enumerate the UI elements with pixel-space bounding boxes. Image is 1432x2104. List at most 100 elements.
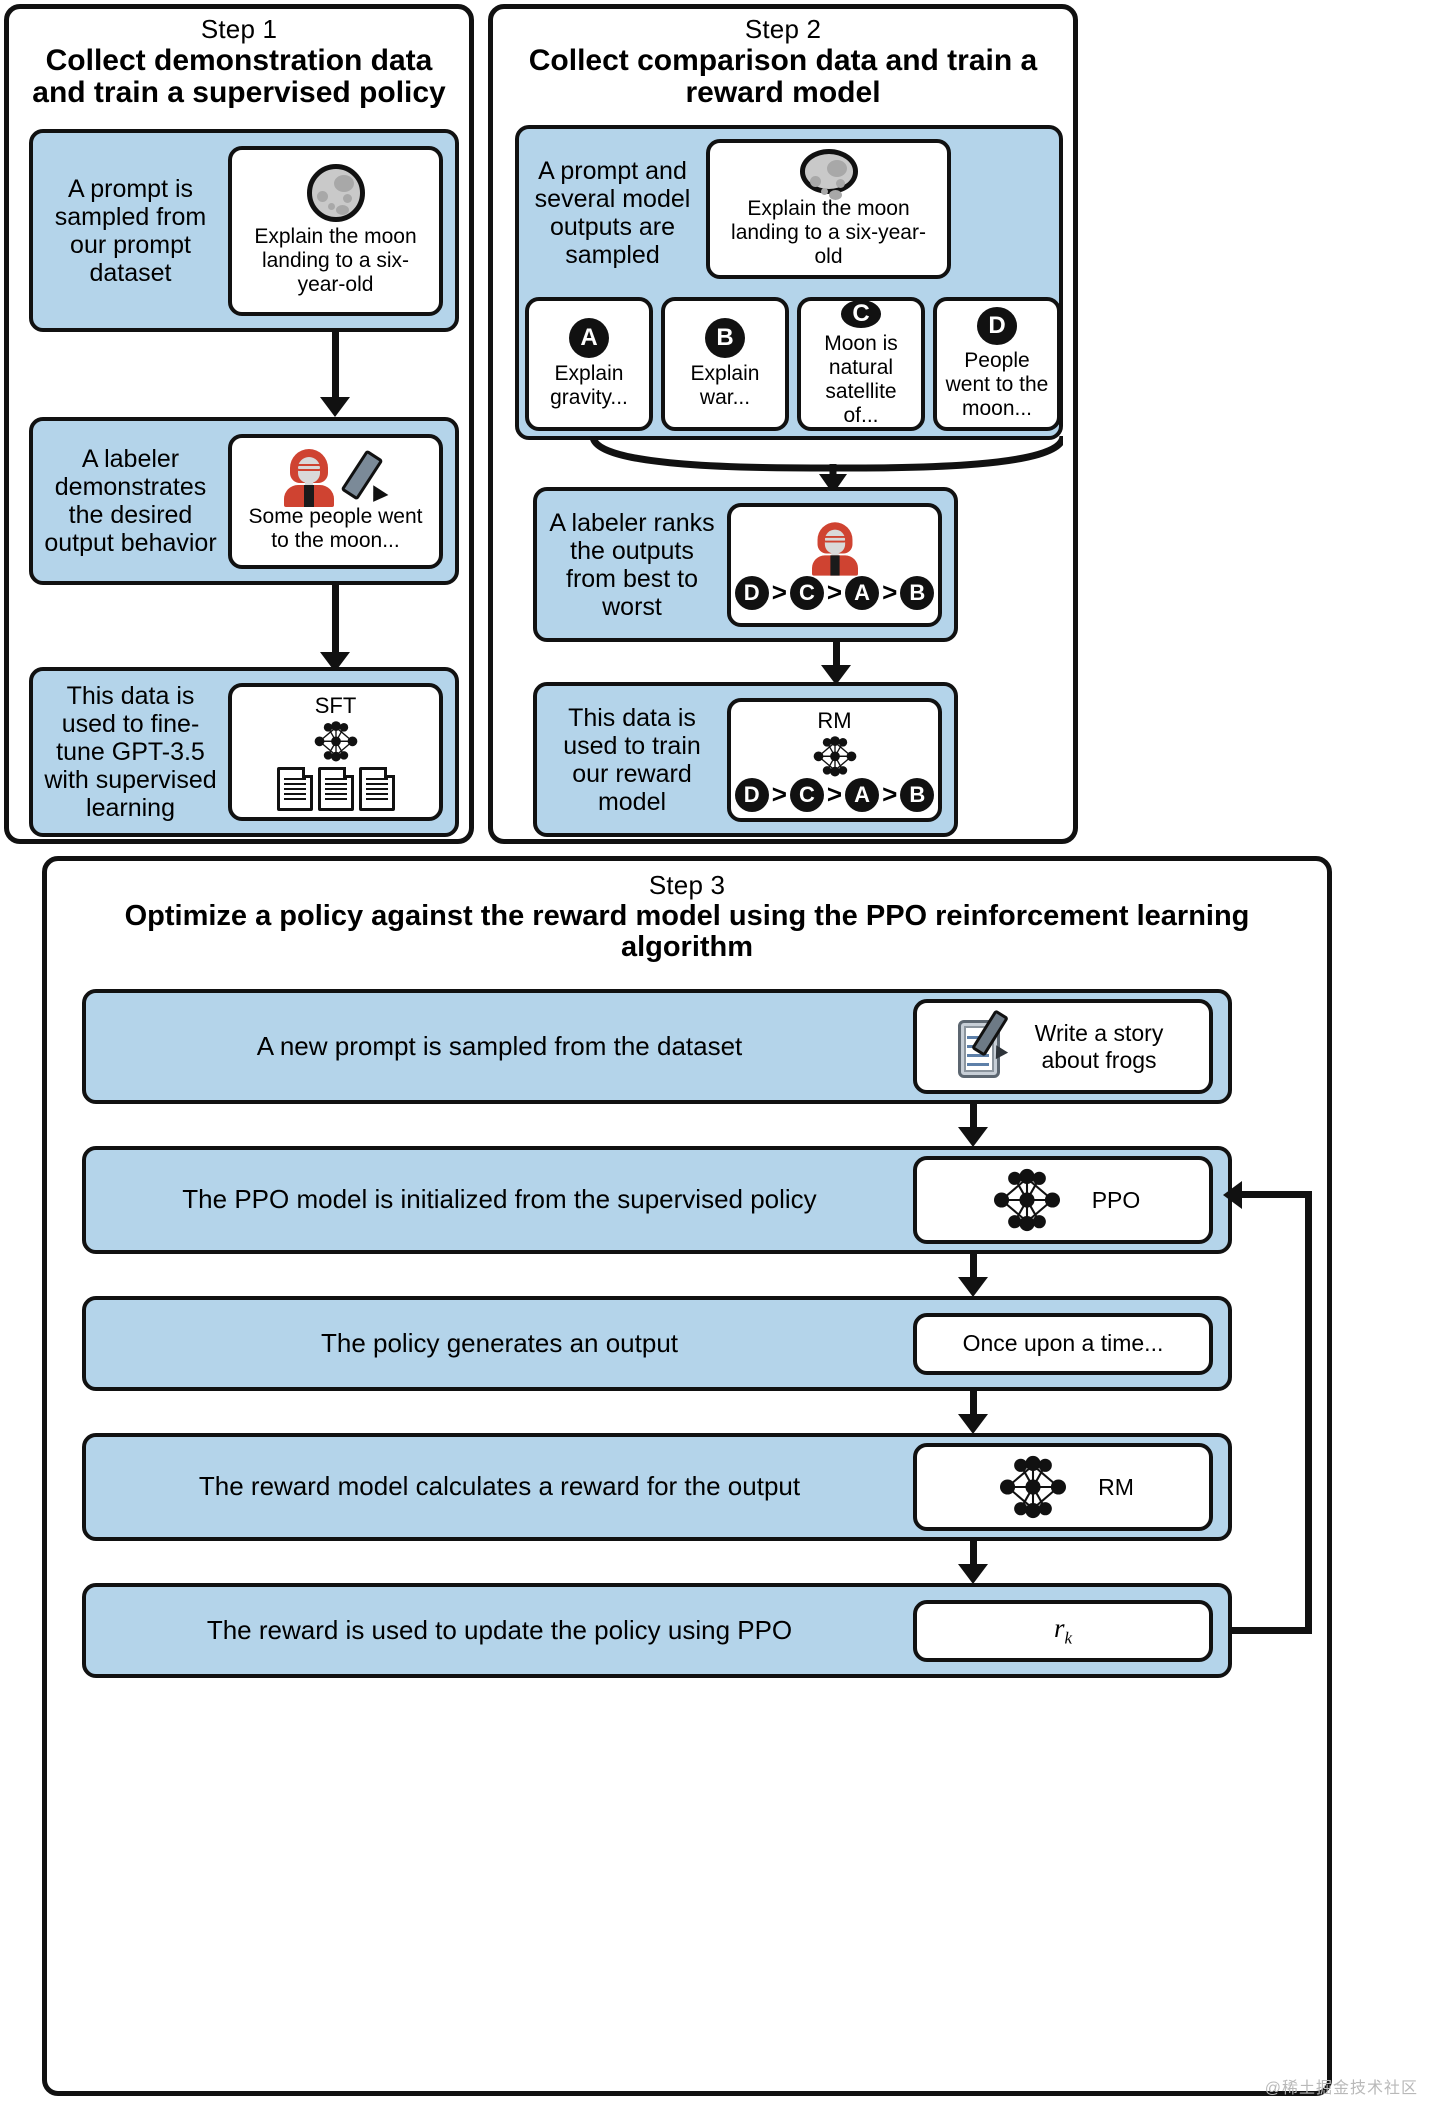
step-1-number: Step 1 <box>200 14 278 44</box>
documents-icon-group <box>276 767 395 811</box>
rank-badge-4: B <box>900 575 935 610</box>
option-text-c: Moon is natural satellite of... <box>824 331 898 427</box>
step2-row1-card[interactable]: Explain the moon landing to a six-year-o… <box>706 139 951 279</box>
rank-gt: > <box>882 576 898 607</box>
step-2-header: Step 2 Collect comparison data and train… <box>493 9 1073 110</box>
step2-row1-label: A prompt and several model outputs are s… <box>534 157 691 269</box>
step3-row2-card[interactable]: PPO <box>913 1156 1213 1244</box>
step3-row4-card[interactable]: RM <box>913 1443 1213 1531</box>
ranking-row: D > C > A > B <box>734 575 935 610</box>
moon-icon <box>306 163 365 222</box>
rank-badge-1: D <box>734 777 769 812</box>
step2-row3-label: This data is used to train our reward mo… <box>563 703 701 816</box>
neural-network-icon <box>813 736 856 777</box>
step1-arrow-1-shaft <box>332 332 339 402</box>
step3-row1-card-text: Write a story about frogs <box>1034 1020 1164 1073</box>
step3-row5-card[interactable]: rk <box>913 1599 1213 1662</box>
step3-arrow-4-head <box>958 1564 988 1584</box>
neural-network-icon <box>1000 1455 1067 1519</box>
step1-row-prompt-sampled[interactable]: A prompt is sampled from our prompt data… <box>29 129 459 332</box>
step2-row3-card[interactable]: RM D <box>727 697 942 822</box>
rank-badge-3: A <box>845 777 880 812</box>
step-3-title: Optimize a policy against the reward mod… <box>124 900 1250 964</box>
step1-row3-label: This data is used to fine-tune GPT-3.5 w… <box>44 682 217 822</box>
step1-row3-card[interactable]: SFT <box>228 683 443 821</box>
option-letter-b: B <box>705 317 745 358</box>
rank-badge-4: B <box>900 777 935 812</box>
step3-row2-card-text: PPO <box>1091 1186 1141 1213</box>
watermark: @稀土掘金技术社区 <box>1264 2080 1418 2097</box>
step-3-number: Step 3 <box>648 870 726 900</box>
feedback-loop-top <box>1242 1191 1312 1198</box>
step-3-header: Step 3 Optimize a policy against the rew… <box>47 861 1327 964</box>
rank-gt: > <box>882 778 898 809</box>
step1-row1-label: A prompt is sampled from our prompt data… <box>54 174 207 287</box>
step3-row1-label: A new prompt is sampled from the dataset <box>256 1030 743 1061</box>
document-icon <box>317 767 354 811</box>
step3-arrow-2-head <box>958 1277 988 1297</box>
clipboard-pencil-icon <box>952 1008 1014 1082</box>
step3-arrow-1-shaft <box>970 1104 977 1132</box>
step-2-number: Step 2 <box>744 14 822 44</box>
pencil-icon <box>340 449 390 507</box>
document-icon <box>358 767 395 811</box>
step2-row-prompt-outputs[interactable]: A prompt and several model outputs are s… <box>515 125 1063 440</box>
feedback-loop-right <box>1305 1191 1312 1631</box>
step3-row1-card[interactable]: Write a story about frogs <box>913 999 1213 1094</box>
option-text-d: People went to the moon... <box>945 348 1049 420</box>
rank-badge-1: D <box>734 575 769 610</box>
step1-row2-label: A labeler demonstrates the desired outpu… <box>44 445 217 557</box>
step1-row-finetune[interactable]: This data is used to fine-tune GPT-3.5 w… <box>29 667 459 837</box>
step2-row3-card-text: RM <box>817 707 852 733</box>
step-2-panel: Step 2 Collect comparison data and train… <box>488 4 1078 844</box>
rank-gt: > <box>826 778 843 809</box>
step1-row1-card-text: Explain the moon landing to a six-year-o… <box>254 224 417 297</box>
step3-arrow-4-shaft <box>970 1541 977 1569</box>
feedback-loop-arrow-head <box>1223 1181 1242 1209</box>
step3-row5-label: The reward is used to update the policy … <box>206 1614 793 1645</box>
step-3-panel: Step 3 Optimize a policy against the rew… <box>42 856 1332 2096</box>
step3-row4-card-text: RM <box>1098 1473 1134 1500</box>
step3-arrow-3-head <box>958 1414 988 1434</box>
option-text-b: Explain war... <box>690 361 760 409</box>
option-card-c[interactable]: C Moon is natural satellite of... <box>797 297 925 431</box>
step2-row2-label: A labeler ranks the outputs from best to… <box>549 508 715 621</box>
step3-row2-label: The PPO model is initialized from the su… <box>182 1184 817 1215</box>
option-card-b[interactable]: B Explain war... <box>661 297 789 431</box>
step1-row2-card-text: Some people went to the moon... <box>248 504 423 552</box>
neural-network-icon <box>993 1168 1060 1232</box>
step1-row2-card[interactable]: Some people went to the moon... <box>228 433 443 569</box>
neural-network-icon <box>314 721 357 762</box>
step-1-panel: Step 1 Collect demonstration data and tr… <box>4 4 474 844</box>
step1-arrow-2-shaft <box>332 585 339 657</box>
step3-row3-label: The policy generates an output <box>320 1327 679 1358</box>
option-text-a: Explain gravity... <box>550 361 628 409</box>
step2-row-labeler-ranks[interactable]: A labeler ranks the outputs from best to… <box>533 487 958 642</box>
step3-row-update-policy[interactable]: The reward is used to update the policy … <box>82 1583 1232 1678</box>
option-card-a[interactable]: A Explain gravity... <box>525 297 653 431</box>
step3-arrow-3-shaft <box>970 1391 977 1419</box>
step1-row1-card[interactable]: Explain the moon landing to a six-year-o… <box>228 145 443 316</box>
step3-row3-card[interactable]: Once upon a time... <box>913 1312 1213 1375</box>
step3-row3-card-text: Once upon a time... <box>962 1330 1164 1357</box>
document-icon <box>276 767 313 811</box>
option-letter-a: A <box>569 317 609 358</box>
reward-symbol: rk <box>1053 1613 1073 1648</box>
step3-row-reward-calc[interactable]: The reward model calculates a reward for… <box>82 1433 1232 1541</box>
labeler-person-icon <box>810 521 860 576</box>
ranking-row: D > C > A > B <box>734 777 935 812</box>
step3-row-ppo-init[interactable]: The PPO model is initialized from the su… <box>82 1146 1232 1254</box>
step-1-header: Step 1 Collect demonstration data and tr… <box>9 9 469 110</box>
step2-row-train-rm[interactable]: This data is used to train our reward mo… <box>533 682 958 837</box>
step3-row4-label: The reward model calculates a reward for… <box>198 1471 801 1502</box>
step2-arrow-head <box>821 665 851 685</box>
step2-row2-card[interactable]: D > C > A > B <box>727 502 942 627</box>
option-card-d[interactable]: D People went to the moon... <box>933 297 1061 431</box>
step3-row-generate-output[interactable]: The policy generates an output Once upon… <box>82 1296 1232 1391</box>
step3-row-new-prompt[interactable]: A new prompt is sampled from the dataset… <box>82 989 1232 1104</box>
step3-arrow-1-head <box>958 1127 988 1147</box>
labeler-person-icon <box>282 448 336 507</box>
step-2-title: Collect comparison data and train a rewa… <box>528 44 1038 110</box>
step1-row-labeler-demo[interactable]: A labeler demonstrates the desired outpu… <box>29 417 459 585</box>
